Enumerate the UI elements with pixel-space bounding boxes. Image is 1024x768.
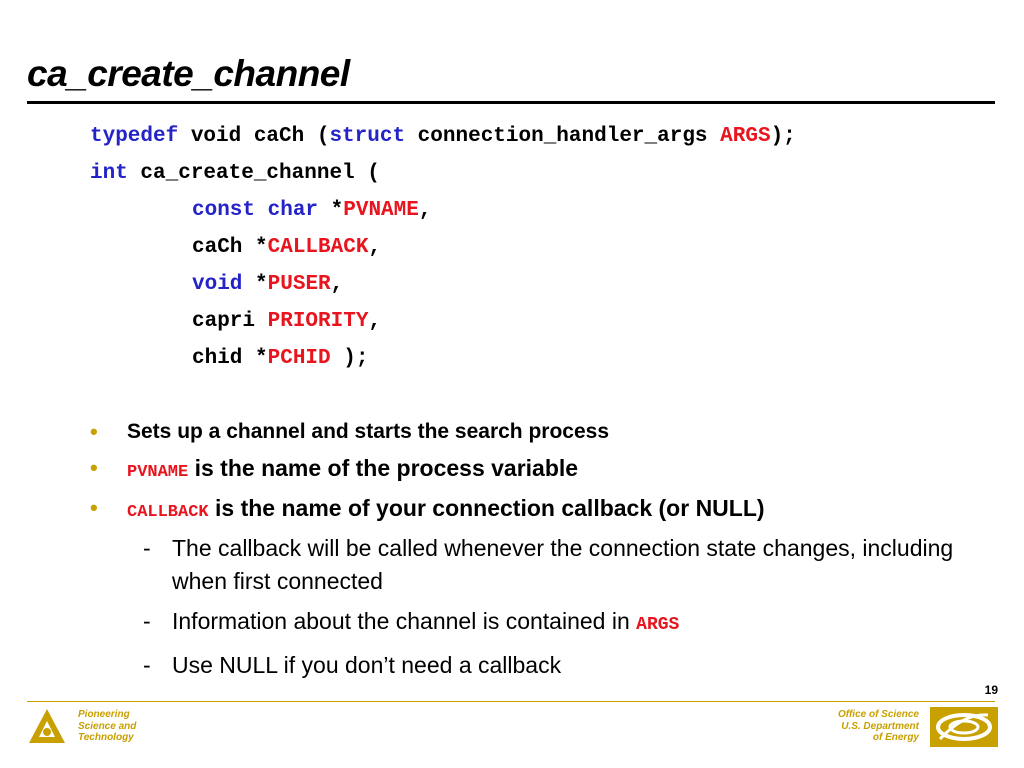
arg-callback: CALLBACK [267, 236, 369, 259]
code-text: capri [192, 310, 268, 333]
code-text: * [318, 199, 344, 222]
code-text: , [418, 199, 432, 222]
sub-bullet-item: - Information about the channel is conta… [90, 605, 990, 642]
inline-code-pvname: PVNAME [127, 463, 189, 482]
code-text: chid * [192, 347, 268, 370]
code-text: , [368, 310, 382, 333]
footer-left-line: Technology [78, 732, 134, 743]
code-text: connection_handler_args [405, 125, 721, 148]
code-line-pchid: chid *PCHID ); [90, 343, 796, 380]
arg-puser: PUSER [267, 273, 331, 296]
code-text: ); [330, 347, 369, 370]
keyword-int: int [90, 162, 128, 185]
footer-left-line: Science and [78, 720, 137, 732]
sub-bullet-text: Use NULL if you don’t need a callback [172, 652, 562, 678]
code-line-puser: void *PUSER, [90, 269, 796, 306]
sub-bullet-item: - The callback will be called whenever t… [90, 532, 990, 598]
footer-right-line: of Energy [872, 732, 919, 743]
argonne-logo-icon [29, 709, 65, 743]
code-line-typedef: typedef void caCh (struct connection_han… [90, 121, 796, 158]
code-line-pvname: const char *PVNAME, [90, 195, 796, 232]
bullet-item: • PVNAME is the name of the process vari… [90, 454, 990, 494]
code-text: void caCh ( [178, 125, 330, 148]
arg-args: ARGS [720, 125, 771, 148]
keyword-void: void [192, 273, 243, 296]
code-block: typedef void caCh (struct connection_han… [90, 121, 796, 380]
bullet-text: is the name of your connection callback … [208, 495, 765, 521]
bullet-text: Sets up a channel and starts the search … [127, 420, 610, 443]
sub-bullet-text: Information about the channel is contain… [172, 608, 637, 634]
bullet-item: • CALLBACK is the name of your connectio… [90, 494, 990, 532]
page-title: ca_create_channel [27, 53, 350, 94]
footer-left-text: Pioneering Science and Technology [78, 709, 136, 744]
code-text: , [330, 273, 344, 296]
inline-code-callback: CALLBACK [127, 503, 209, 522]
code-text: caCh * [192, 236, 268, 259]
footer-right-text: Office of Science U.S. Department of Ene… [838, 709, 919, 744]
arg-pchid: PCHID [267, 347, 331, 370]
title-divider [27, 101, 995, 104]
footer-left-line: Pioneering [78, 709, 130, 720]
arg-priority: PRIORITY [267, 310, 369, 333]
doe-logo-icon [930, 707, 998, 747]
code-line-callback: caCh *CALLBACK, [90, 232, 796, 269]
dash-icon: - [143, 535, 151, 561]
arg-pvname: PVNAME [343, 199, 419, 222]
inline-code-args: ARGS [636, 615, 680, 635]
sub-bullet-item: - Use NULL if you don’t need a callback [90, 649, 990, 682]
keyword-struct: struct [329, 125, 406, 148]
code-line-signature: int ca_create_channel ( [90, 158, 796, 195]
sub-bullet-text: The callback will be called whenever the… [172, 535, 954, 594]
footer-divider [27, 701, 995, 702]
dash-icon: - [143, 652, 151, 678]
footer-right-line: U.S. Department [841, 720, 919, 732]
keyword-const-char: const char [192, 199, 319, 222]
dash-icon: - [143, 608, 151, 634]
code-text: , [368, 236, 382, 259]
code-text: ); [770, 125, 796, 148]
code-text: ca_create_channel ( [127, 162, 380, 185]
code-line-priority: capri PRIORITY, [90, 306, 796, 343]
bullet-icon: • [90, 495, 98, 520]
code-text: * [242, 273, 268, 296]
bullet-text: is the name of the process variable [188, 455, 579, 481]
page-number: 19 [984, 683, 998, 697]
bullet-icon: • [90, 419, 98, 444]
bullet-item: • Sets up a channel and starts the searc… [90, 418, 990, 454]
bullet-list: • Sets up a channel and starts the searc… [90, 418, 990, 689]
bullet-icon: • [90, 455, 98, 480]
keyword-typedef: typedef [90, 125, 179, 148]
footer-right-line: Office of Science [838, 709, 919, 720]
